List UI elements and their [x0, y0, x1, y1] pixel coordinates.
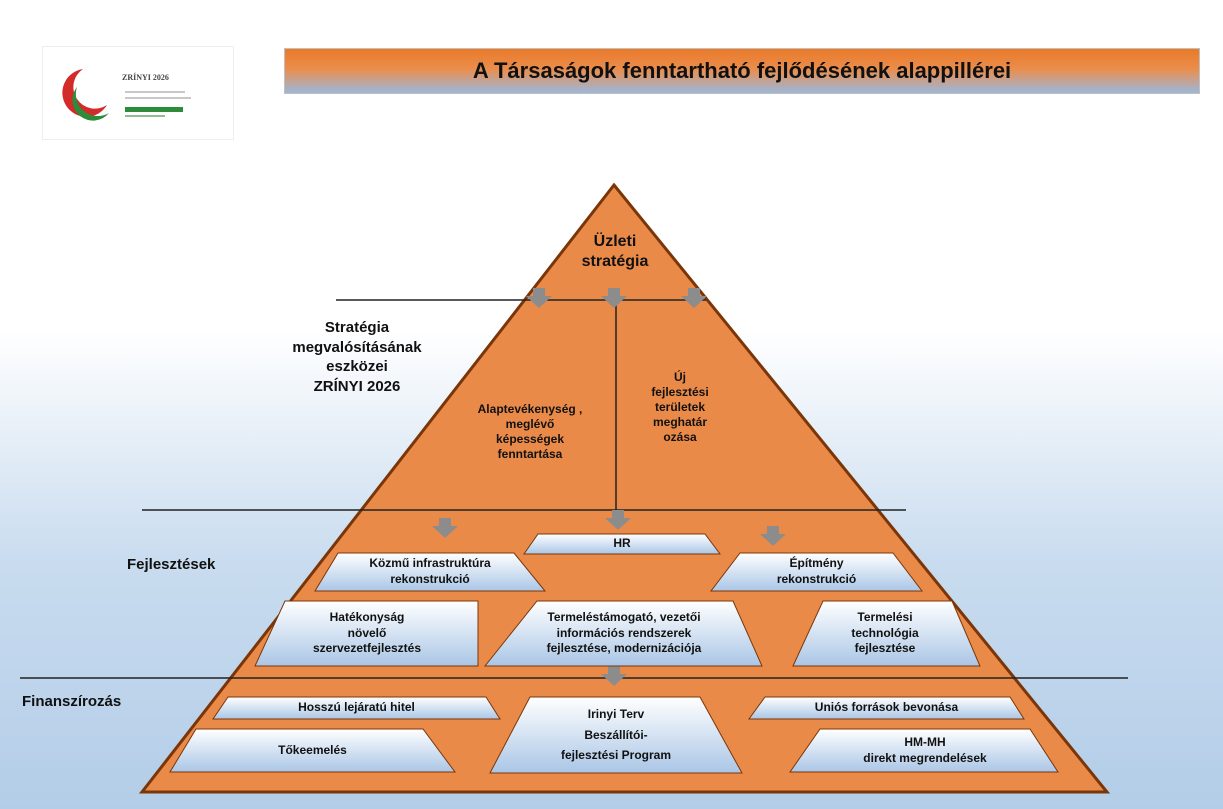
irinyi-label: Irinyi Terv Beszállítói- fejlesztési Pro…: [560, 707, 672, 763]
box-hm-mh: [789, 728, 1059, 773]
financing-label: Finanszírozás: [22, 693, 122, 710]
apex-label: Üzleti stratégia: [581, 233, 649, 270]
box-hr: [523, 533, 721, 555]
kozmu-label: Közmű infrastruktúra rekonstrukció: [369, 556, 491, 586]
arrow-down-icon: [601, 288, 627, 308]
epitmeny-label: Építmény rekonstrukció: [776, 556, 857, 586]
box-irinyi: [489, 696, 743, 774]
box-hatekonysag: [254, 600, 479, 667]
hr-label: HR: [613, 536, 631, 551]
zrinyi-2026-logo: ZRÍNYI 2026: [42, 46, 234, 140]
arrow-down-icon: [605, 510, 631, 530]
termeles-tamogato-label: Termeléstámogató, vezetői információs re…: [546, 610, 702, 656]
arrow-down-icon: [601, 666, 627, 686]
unios-label: Uniós források bevonása: [814, 700, 959, 715]
strategy-tools-label: Stratégia megvalósításának eszközei ZRÍN…: [292, 319, 422, 395]
box-termeles-tamogato: [483, 600, 763, 667]
hatekonysag-label: Hatékonyság növelő szervezetfejlesztés: [312, 610, 422, 656]
developments-label: Fejlesztések: [127, 556, 216, 573]
arrow-down-icon: [432, 518, 458, 538]
tokeemeles-label: Tőkeemelés: [278, 742, 347, 757]
hitel-label: Hosszú lejáratú hitel: [298, 700, 415, 715]
arrow-down-icon: [526, 288, 552, 308]
termelesi-label: Termelési technológia fejlesztése: [851, 610, 919, 656]
box-hitel: [212, 696, 501, 720]
page-title: A Társaságok fenntartható fejlődésének a…: [284, 48, 1200, 94]
logo-text: ZRÍNYI 2026: [122, 73, 169, 82]
new-areas-label: Új fejlesztési területek meghatár ozása: [651, 370, 709, 444]
box-kozmu: [314, 552, 547, 592]
arrow-down-icon: [760, 526, 786, 546]
box-tokeemeles: [169, 728, 456, 773]
logo-emblem-icon: [62, 69, 191, 121]
box-epitmeny: [709, 552, 924, 592]
box-unios: [748, 696, 1025, 720]
core-activity-label: Alaptevékenység , meglévő képességek fen…: [477, 402, 583, 461]
hm-mh-label: HM-MH direkt megrendelések: [863, 734, 987, 765]
arrow-down-icon: [681, 288, 707, 308]
box-termelesi: [792, 600, 981, 667]
down-arrow-icons: [432, 288, 786, 686]
